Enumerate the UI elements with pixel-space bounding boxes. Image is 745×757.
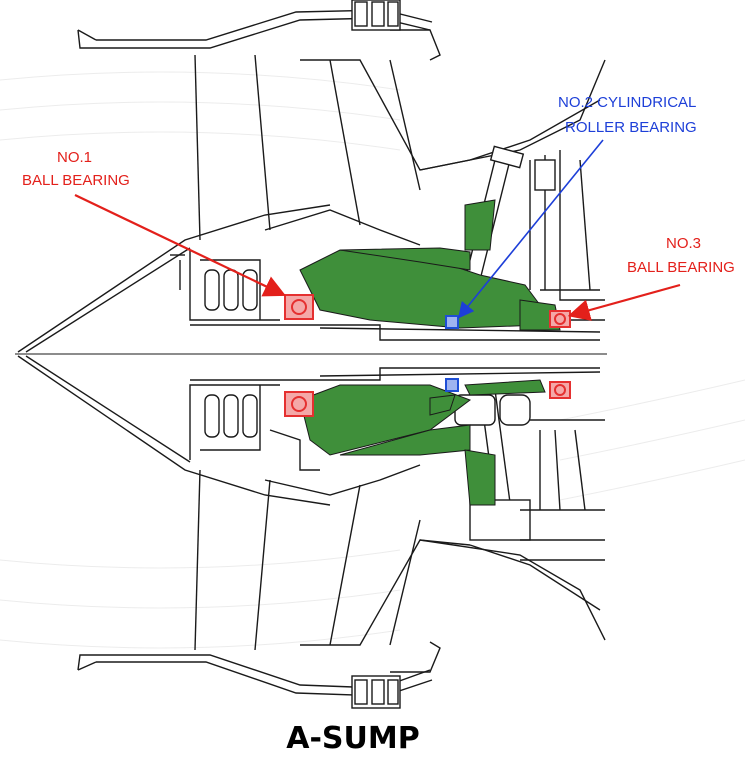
- no3-leader-arrow: [567, 283, 681, 321]
- lower-oil-cavity: [299, 379, 546, 506]
- upper-oil-cavity: [299, 199, 561, 331]
- no1-label-line2: BALL BEARING: [22, 172, 130, 189]
- upper-half-structure: [17, 0, 606, 353]
- no2-label-line2: ROLLER BEARING: [565, 119, 697, 136]
- background-contours: [0, 71, 745, 649]
- no3-ball-bearing-upper: [549, 310, 571, 328]
- no1-ball-bearing-upper: [284, 294, 314, 320]
- no2-label-line1: NO.2 CYLINDRICAL: [558, 94, 696, 111]
- no3-ball-bearing-lower: [549, 381, 571, 399]
- diagram-title: A-SUMP: [286, 721, 419, 756]
- no3-label-line2: BALL BEARING: [627, 259, 735, 276]
- no2-leader-arrow: [457, 139, 604, 319]
- no1-label-line1: NO.1: [57, 149, 92, 166]
- no3-label-line1: NO.3: [666, 235, 701, 252]
- no2-roller-bearing-lower: [445, 378, 459, 392]
- no1-ball-bearing-lower: [284, 391, 314, 417]
- no1-leader-arrow: [74, 194, 286, 297]
- no2-roller-bearing-upper: [445, 315, 459, 329]
